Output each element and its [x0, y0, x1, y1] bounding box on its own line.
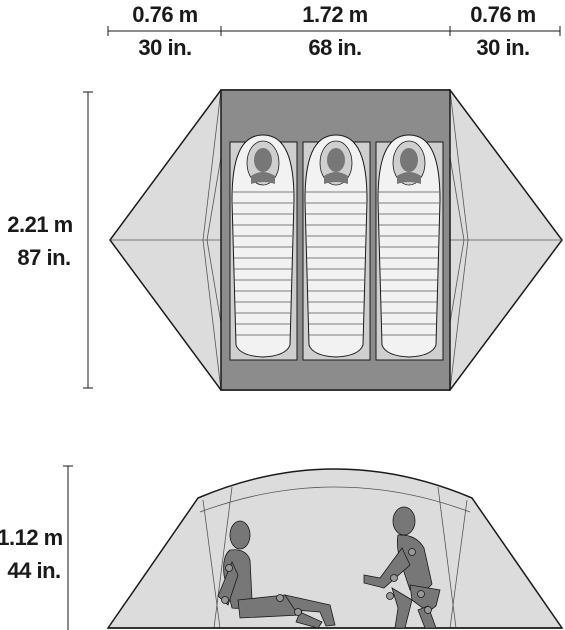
tent-side-outline [106, 468, 564, 629]
right-vestibule-width-metric: 0.76 m [470, 2, 536, 27]
interior-width-imperial: 68 in. [308, 35, 361, 60]
sitting-person-figure [217, 520, 336, 629]
height-metric: 1.12 m [0, 525, 63, 550]
length-imperial: 87 in. [17, 245, 70, 270]
height-imperial: 44 in. [7, 558, 60, 583]
sleeping-bag-1 [231, 134, 295, 358]
sleeping-bag-3 [377, 134, 441, 358]
tent-side-elevation [106, 468, 564, 629]
tent-side-inner-lines [199, 486, 471, 629]
height-dimension-line [63, 465, 73, 630]
left-vestibule-width-metric: 0.76 m [132, 2, 198, 27]
interior-width-metric: 1.72 m [302, 2, 368, 27]
tent-floor-plan [109, 89, 563, 391]
length-metric: 2.21 m [7, 212, 73, 237]
top-dimension-line [107, 26, 561, 36]
right-vestibule-width-imperial: 30 in. [476, 35, 529, 60]
sleeping-bag-2 [304, 134, 368, 358]
left-vestibule-width-imperial: 30 in. [138, 35, 191, 60]
crouching-person-figure [363, 506, 441, 629]
length-dimension-line [83, 91, 93, 389]
